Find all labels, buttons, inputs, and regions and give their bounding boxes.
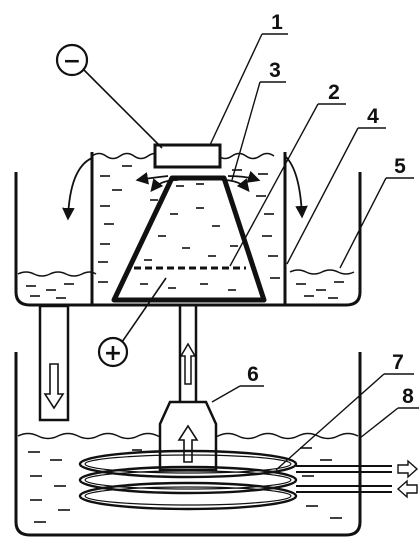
pump-up-arrow-icon xyxy=(177,424,199,463)
inner-chamber-dashes xyxy=(98,165,280,291)
overflow-arrow-right xyxy=(284,155,308,219)
negative-lead xyxy=(83,69,163,149)
conical-anode xyxy=(111,175,267,303)
coolant-out-arrow-icon xyxy=(397,459,419,479)
label-4: 4 xyxy=(367,105,379,128)
positive-terminal: + xyxy=(97,336,129,368)
coolant-in-arrow-icon xyxy=(396,479,418,499)
upper-vessel-dashes xyxy=(26,281,344,299)
positive-terminal-sign: + xyxy=(104,341,122,366)
overflow-arrow-left xyxy=(62,157,93,221)
riser-pipe xyxy=(178,306,198,402)
label-6: 6 xyxy=(247,363,259,386)
label-2: 2 xyxy=(328,81,340,104)
negative-terminal-sign: − xyxy=(63,49,81,74)
label-1: 1 xyxy=(271,11,283,34)
up-arrow-icon xyxy=(179,342,197,385)
down-arrow-icon xyxy=(43,363,65,410)
upper-vessel-liquid xyxy=(17,271,97,277)
negative-terminal: − xyxy=(55,43,89,77)
cathode-plate xyxy=(153,143,222,169)
leader-lines xyxy=(209,33,419,471)
label-8: 8 xyxy=(402,385,414,408)
drain-pipe xyxy=(38,304,70,422)
positive-lead xyxy=(121,277,167,343)
label-7: 7 xyxy=(392,351,404,374)
heat-exchange-coil xyxy=(78,449,392,511)
label-5: 5 xyxy=(394,155,406,178)
upper-vessel xyxy=(14,172,362,307)
pump xyxy=(158,400,218,472)
label-3: 3 xyxy=(269,59,281,82)
lower-vessel-dashes xyxy=(28,447,342,523)
